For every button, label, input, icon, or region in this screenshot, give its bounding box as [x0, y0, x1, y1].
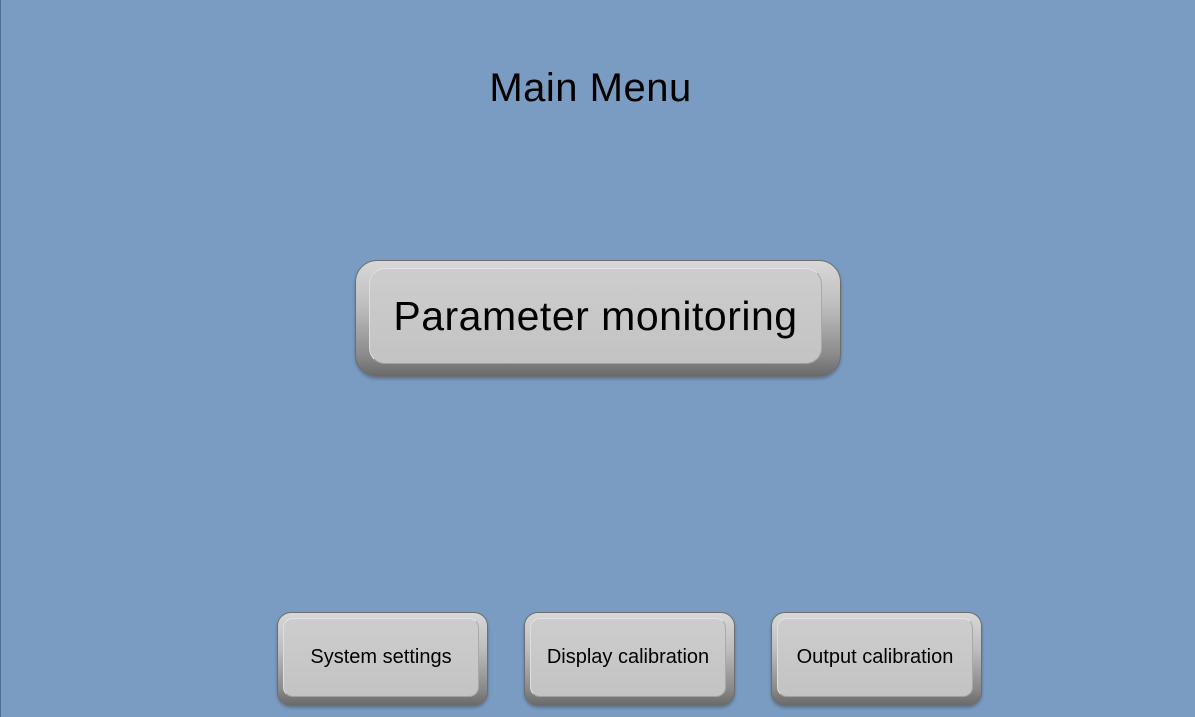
display-calibration-button[interactable]: Display calibration: [524, 612, 735, 706]
page-title: Main Menu: [489, 66, 692, 110]
display-calibration-button-label: Display calibration: [530, 618, 726, 697]
output-calibration-button-label: Output calibration: [777, 618, 973, 697]
parameter-monitoring-button-label: Parameter monitoring: [369, 268, 822, 364]
system-settings-button[interactable]: System settings: [277, 612, 488, 706]
output-calibration-button[interactable]: Output calibration: [771, 612, 982, 706]
system-settings-button-label: System settings: [283, 618, 479, 697]
parameter-monitoring-button[interactable]: Parameter monitoring: [355, 260, 841, 377]
